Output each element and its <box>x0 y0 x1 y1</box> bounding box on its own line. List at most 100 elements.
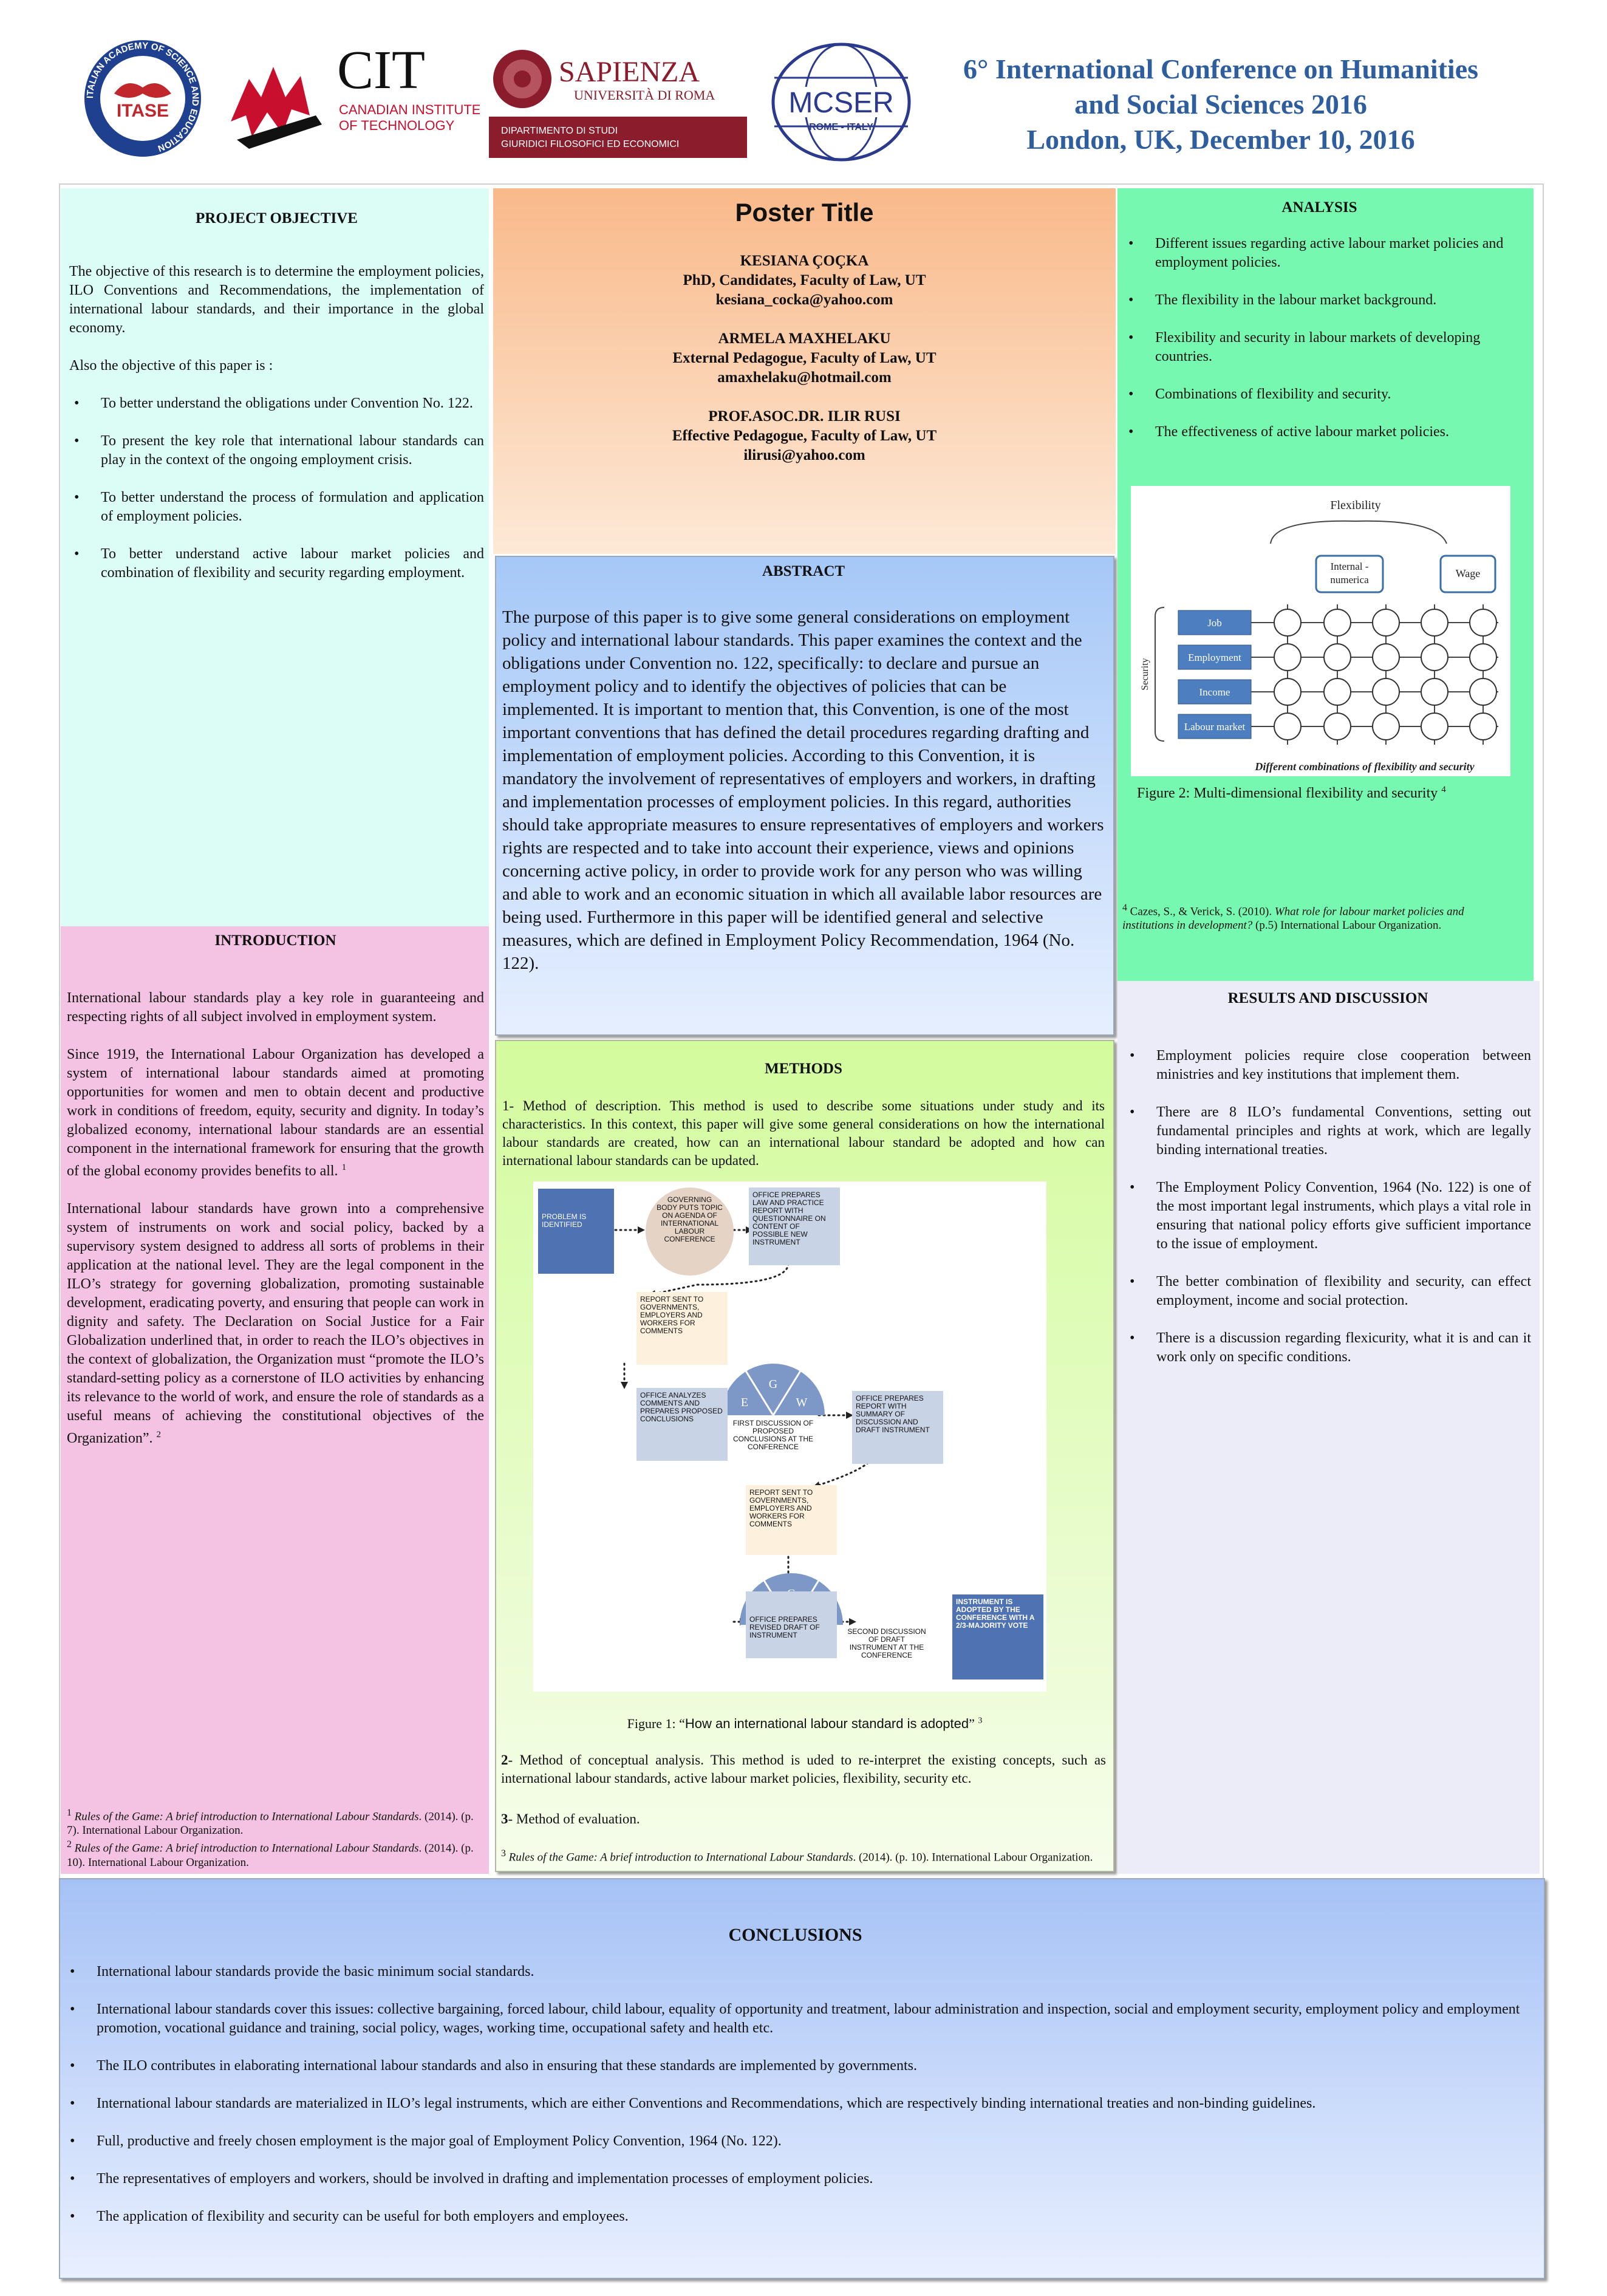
list-item: Full, productive and freely chosen emplo… <box>65 2132 1526 2151</box>
first-conf-g: G <box>769 1378 777 1391</box>
methods-para1: 1- Method of description. This method is… <box>502 1098 1105 1168</box>
list-item: The ILO contributes in elaborating inter… <box>65 2057 1526 2076</box>
list-item: International labour standards cover thi… <box>65 2000 1526 2038</box>
conference-title: 6° International Conference on Humanitie… <box>911 52 1530 157</box>
figure-2: Flexibility Internal - numerica Wage Sec… <box>1131 486 1510 776</box>
sapienza-sub: UNIVERSITÀ DI ROMA <box>574 87 715 103</box>
fig2-node <box>1274 643 1302 671</box>
conclusions-panel: CONCLUSIONS International labour standar… <box>59 1878 1545 2279</box>
project-objective-para2: Also the objective of this paper is : <box>69 358 273 374</box>
fig2-box-internal-l2: numerica <box>1330 574 1369 586</box>
list-item: Employment policies require close cooper… <box>1125 1047 1531 1084</box>
methods-footnote: 3 Rules of the Game: A brief introductio… <box>501 1847 1106 1864</box>
flow-report-1: REPORT SENT TO GOVERNMENTS, EMPLOYERS AN… <box>636 1292 728 1365</box>
fig2-bottom-caption: Different combinations of flexibility an… <box>1254 760 1475 773</box>
results-panel: RESULTS AND DISCUSSION Employment polici… <box>1117 981 1540 1874</box>
sapienza-dept2: GIURIDICI FILOSOFICI ED ECONOMICI <box>501 139 679 149</box>
author2-role: External Pedagogue, Faculty of Law, UT <box>672 350 937 366</box>
fig2-node <box>1323 609 1351 637</box>
list-item: The representatives of employers and wor… <box>65 2170 1526 2188</box>
figure-1-caption-title: How an international labour standard is … <box>684 1716 969 1731</box>
introduction-heading: INTRODUCTION <box>214 932 336 949</box>
figure-1-caption-suffix: ” <box>969 1716 978 1731</box>
flow-governing: GOVERNING BODY PUTS TOPIC ON AGENDA OF I… <box>646 1187 734 1276</box>
poster-title: Poster Title <box>735 198 874 227</box>
list-item: The flexibility in the labour market bac… <box>1124 291 1515 310</box>
methods-heading: METHODS <box>765 1061 842 1077</box>
mcser-logo: MCSER ROME - ITALY <box>768 41 914 163</box>
fig2-top-label: Flexibility <box>1330 499 1380 512</box>
footnote-title: Rules of the Game: A brief introduction … <box>71 1810 419 1823</box>
flow-problem: PROBLEM IS IDENTIFIED <box>538 1189 614 1274</box>
flow-office-law: OFFICE PREPARES LAW AND PRACTICE REPORT … <box>749 1187 840 1265</box>
figure-1-caption: Figure 1: “How an international labour s… <box>495 1716 1114 1732</box>
author3-role: Effective Pedagogue, Faculty of Law, UT <box>672 428 937 444</box>
sapienza-logo: SAPIENZA UNIVERSITÀ DI ROMA DIPARTIMENTO… <box>489 44 747 158</box>
analysis-heading: ANALYSIS <box>1281 199 1357 216</box>
abstract-heading: ABSTRACT <box>762 563 845 579</box>
list-item: The Employment Policy Convention, 1964 (… <box>1125 1178 1531 1254</box>
list-item: There are 8 ILO’s fundamental Convention… <box>1125 1103 1531 1160</box>
mcser-sub: ROME - ITALY <box>809 122 873 132</box>
methods-para3: - Method of evaluation. <box>508 1811 640 1826</box>
flow-second-discussion: SECOND DISCUSSION OF DRAFT INSTRUMENT AT… <box>847 1627 926 1659</box>
list-item: Combinations of flexibility and security… <box>1124 385 1515 404</box>
footnote-tail: (p.5) International Labour Organization. <box>1252 919 1442 932</box>
introduction-footnotes: 1 Rules of the Game: A brief introductio… <box>67 1806 480 1870</box>
analysis-list: Different issues regarding active labour… <box>1124 234 1515 442</box>
footnote-number: 3 <box>501 1848 506 1859</box>
footnote-title: Rules of the Game: A brief introduction … <box>71 1842 419 1855</box>
fig2-row-label: Job <box>1207 617 1222 629</box>
figure-1-flowchart: G E W G E W PROBLEM IS IDENTIFIED GOVERN… <box>533 1181 1046 1692</box>
figure-2-caption: Figure 2: Multi-dimensional flexibility … <box>1137 781 1501 802</box>
fig2-side-label: Security <box>1140 658 1150 690</box>
footnote-number: 1 <box>67 1808 72 1818</box>
flow-first-discussion: FIRST DISCUSSION OF PROPOSED CONCLUSIONS… <box>732 1419 814 1451</box>
project-objective-heading: PROJECT OBJECTIVE <box>196 210 358 227</box>
list-item: To better understand the obligations und… <box>69 394 484 413</box>
itase-logo: ITALIAN ACADEMY OF SCIENCE AND EDUCATION… <box>73 38 213 159</box>
list-item: The better combination of flexibility an… <box>1125 1273 1531 1310</box>
first-conference-icon <box>722 1364 825 1415</box>
fig2-node <box>1421 609 1448 637</box>
list-item: International labour standards are mater… <box>65 2094 1526 2113</box>
cit-line1: CANADIAN INSTITUTE <box>339 102 480 117</box>
author1-name: KESIANA ÇOÇKA <box>740 253 869 269</box>
flow-office-summary: OFFICE PREPARES REPORT WITH SUMMARY OF D… <box>852 1391 943 1464</box>
introduction-para3: International labour standards have grow… <box>67 1201 484 1446</box>
fig2-node <box>1323 712 1351 740</box>
author2-email: amaxhelaku@hotmail.com <box>717 369 892 386</box>
methods-para2: - Method of conceptual analysis. This me… <box>501 1752 1106 1786</box>
fig2-node <box>1323 678 1351 706</box>
sapienza-text: SAPIENZA <box>559 56 700 88</box>
figure-1-caption-prefix: Figure 1: “ <box>627 1716 685 1731</box>
fig2-node <box>1469 643 1497 671</box>
results-list: Employment policies require close cooper… <box>1125 1047 1531 1367</box>
figure-2-caption-text: Figure 2: Multi-dimensional flexibility … <box>1137 785 1438 801</box>
list-item: To better understand the process of form… <box>69 488 484 526</box>
list-item: International labour standards provide t… <box>65 1963 1526 1981</box>
fig2-node <box>1274 609 1302 637</box>
author3-email: ilirusi@yahoo.com <box>743 447 865 463</box>
fig2-node <box>1469 609 1497 637</box>
introduction-para3-sup: 2 <box>156 1430 162 1440</box>
fig2-box-internal <box>1315 555 1384 593</box>
list-item: To present the key role that internation… <box>69 432 484 470</box>
flow-office-revised: OFFICE PREPARES REVISED DRAFT OF INSTRUM… <box>746 1591 837 1658</box>
fig2-node <box>1421 712 1448 740</box>
cit-line2: OF TECHNOLOGY <box>339 118 455 133</box>
methods-para2-block: 2- Method of conceptual analysis. This m… <box>501 1751 1106 1788</box>
footnote-title: Rules of the Game: A brief introduction … <box>505 1851 853 1864</box>
list-item: Different issues regarding active labour… <box>1124 234 1515 272</box>
list-item: The application of flexibility and secur… <box>65 2207 1526 2226</box>
fig2-node <box>1372 643 1400 671</box>
fig2-node <box>1469 678 1497 706</box>
mcser-text: MCSER <box>788 87 893 119</box>
analysis-footnote: 4 Cazes, S., & Verick, S. (2010). What r… <box>1122 901 1517 932</box>
list-item: To better understand active labour marke… <box>69 545 484 583</box>
first-conf-w: W <box>796 1396 808 1409</box>
fig2-node <box>1372 609 1400 637</box>
fig2-row-label: Labour market <box>1184 721 1246 733</box>
footnote-number: 2 <box>67 1839 72 1850</box>
conference-line1: 6° International Conference on Humanitie… <box>963 53 1479 84</box>
